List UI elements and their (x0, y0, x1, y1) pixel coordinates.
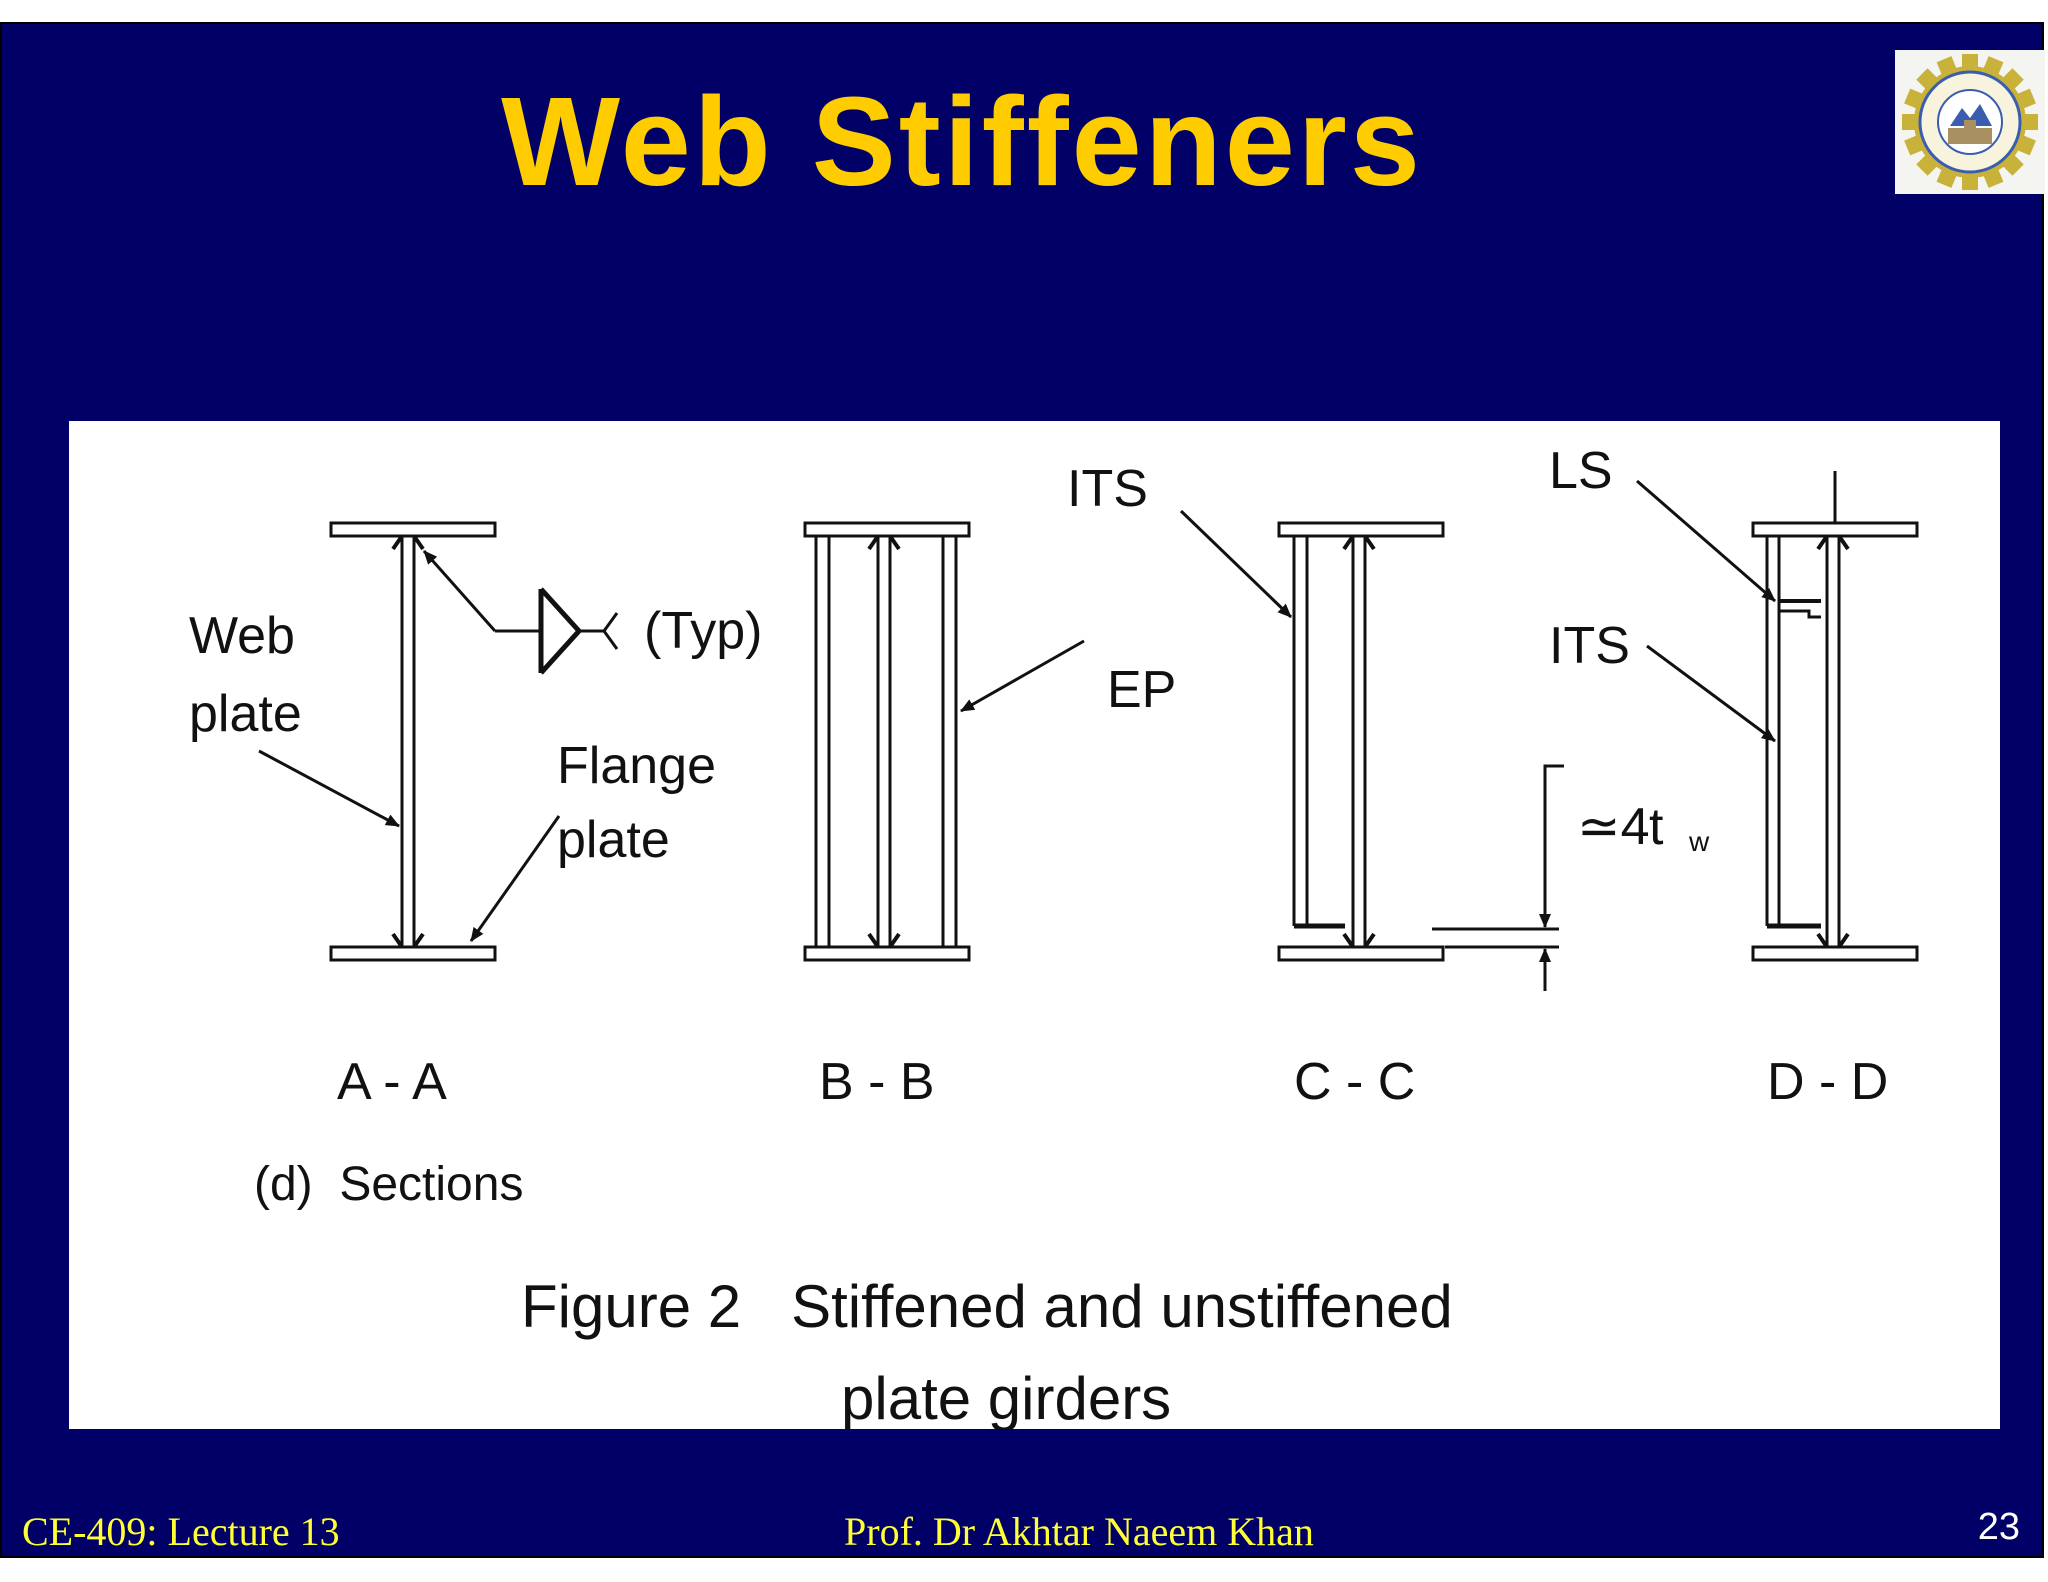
footer-course: CE-409: Lecture 13 (22, 1509, 340, 1554)
section-a-drawing (258, 521, 619, 962)
section-c-drawing (1179, 509, 1564, 991)
dimension-label-sub: w (1688, 826, 1710, 857)
page-number: 23 (1977, 1506, 2020, 1548)
web-plate-label-line2: plate (189, 685, 302, 743)
figure-panel: Web plate (Typ) Flange plate EP ITS LS I… (69, 421, 2000, 1429)
footer-author: Prof. Dr Akhtar Naeem Khan (844, 1509, 1314, 1554)
section-label-c: C - C (1294, 1053, 1415, 1111)
section-label-d: D - D (1767, 1053, 1888, 1111)
flange-plate-label-line1: Flange (557, 737, 716, 795)
section-b-drawing (803, 521, 1085, 962)
figure-caption-line1: Figure 2 Stiffened and unstiffened (521, 1273, 1453, 1340)
ep-label: EP (1107, 661, 1176, 719)
figure-caption-line2: plate girders (841, 1365, 1171, 1429)
dimension-label-t: t (1649, 798, 1664, 856)
slide: Web Stiffeners (0, 22, 2045, 1558)
dimension-label-prefix: ≃4 (1577, 798, 1650, 856)
its-label-c: ITS (1067, 460, 1148, 518)
web-plate-label-line1: Web (189, 607, 295, 665)
section-label-a: A - A (337, 1053, 447, 1111)
section-d-drawing (1636, 471, 1919, 962)
slide-title: Web Stiffeners (501, 71, 1423, 212)
flange-plate-label-line2: plate (557, 811, 670, 869)
typ-label: (Typ) (644, 602, 762, 660)
sections-caption: (d) Sections (254, 1158, 523, 1211)
its-label-d: ITS (1549, 617, 1630, 675)
ls-label: LS (1549, 442, 1613, 500)
section-label-b: B - B (819, 1053, 935, 1111)
university-seal-icon (1895, 50, 2045, 194)
